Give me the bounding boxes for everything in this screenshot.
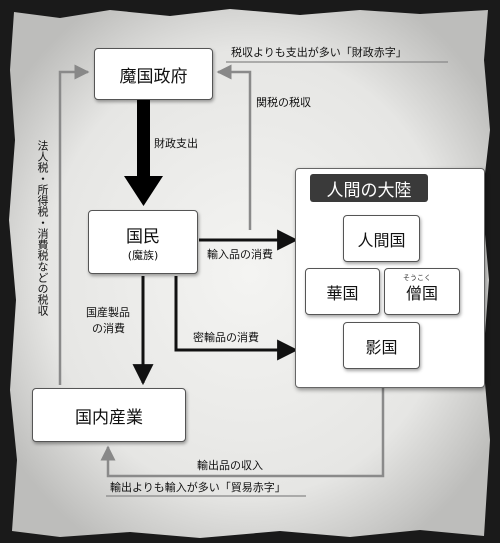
label-import-consumption: 輸入品の消費 [207, 248, 273, 261]
node-citizens-sublabel: (魔族) [127, 248, 159, 262]
fiscal-spending-arrow-shaft [137, 100, 150, 178]
node-human-country[interactable]: 人間国 [343, 215, 420, 262]
node-ka-country[interactable]: 華国 [305, 268, 380, 315]
label-trade-deficit: 輸出よりも輸入が多い「貿易赤字」 [110, 481, 286, 494]
label-fiscal-spending: 財政支出 [154, 137, 198, 150]
node-citizens-label: 国民 [126, 226, 160, 247]
node-ei-country[interactable]: 影国 [343, 322, 420, 369]
customs-flow-line [216, 64, 252, 230]
label-smuggled-consumption: 密輸品の消費 [193, 331, 259, 344]
label-domestic-consumption-1: 国産製品 [86, 306, 130, 319]
tax-flow-line [58, 64, 90, 385]
region-title-text: 人間の大陸 [326, 180, 412, 201]
node-ka-country-label: 華国 [326, 283, 359, 303]
node-demon-government[interactable]: 魔国政府 [94, 48, 213, 100]
node-so-country-ruby: そうこく [403, 274, 431, 282]
label-fiscal-deficit: 税収よりも支出が多い「財政赤字」 [231, 46, 407, 59]
node-so-country-label: 僧国 [405, 283, 438, 303]
label-customs-revenue: 関税の税収 [256, 96, 311, 109]
label-tax-revenue-vertical: 法人税・所得税・消費税などの税収 [36, 140, 49, 316]
fiscal-spending-arrowhead [124, 176, 163, 206]
node-domestic-industry-label: 国内産業 [75, 407, 143, 428]
node-ei-country-label: 影国 [365, 337, 398, 357]
node-citizens[interactable]: 国民 (魔族) [88, 210, 198, 274]
node-demon-government-label: 魔国政府 [119, 66, 188, 87]
region-human-continent-title: 人間の大陸 [310, 174, 428, 202]
export-income-line [100, 380, 385, 478]
smuggled-consumption-arrow [174, 276, 299, 361]
node-human-country-label: 人間国 [357, 230, 406, 250]
node-domestic-industry[interactable]: 国内産業 [32, 388, 186, 442]
label-export-income: 輸出品の収入 [197, 459, 263, 472]
label-domestic-consumption-2: の消費 [92, 322, 125, 335]
node-so-country[interactable]: 僧国 [384, 268, 460, 315]
